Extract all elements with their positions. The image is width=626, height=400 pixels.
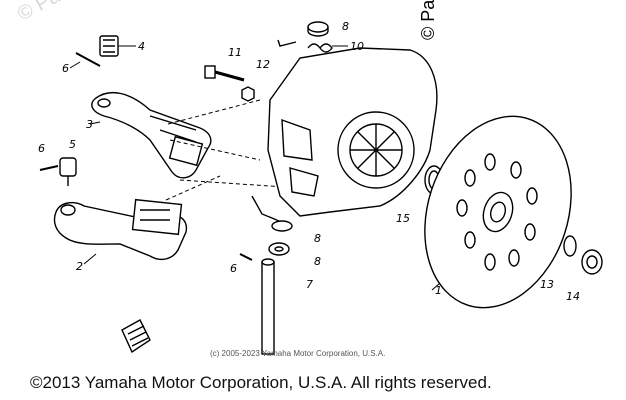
- callout-8-middle: 8: [314, 232, 321, 245]
- callout-3: 3: [86, 118, 93, 131]
- callout-15: 15: [396, 212, 410, 225]
- part-2-swing-arm-lower: [53, 198, 188, 265]
- part-12-nut: [241, 86, 255, 102]
- part-3-swing-arm-upper: [89, 91, 212, 179]
- callout-11: 11: [228, 46, 242, 59]
- part-7-shaft: [261, 258, 275, 355]
- part-6-pin-top: [69, 52, 101, 69]
- callout-7: 7: [306, 278, 313, 291]
- part-8-washer-lower: [268, 242, 290, 256]
- bottom-copyright: ©2013 Yamaha Motor Corporation, U.S.A. A…: [30, 373, 492, 392]
- part-6-pin-left: [39, 165, 59, 171]
- callout-1: 1: [435, 284, 442, 297]
- part-8-spring-middle: [251, 195, 293, 232]
- part-10-spring: [277, 39, 348, 53]
- callout-8-lower: 8: [314, 255, 321, 268]
- callout-10: 10: [350, 40, 364, 53]
- callout-2: 2: [76, 260, 83, 273]
- callout-13: 13: [540, 278, 554, 291]
- part-6-pin-lower: [239, 253, 253, 261]
- part-13-washer: [563, 235, 577, 257]
- inner-copyright: (c) 2005-2023 Yamaha Motor Corporation, …: [210, 349, 386, 358]
- label-tag: [121, 319, 151, 354]
- part-14-nut: [581, 249, 603, 275]
- part-11-bolt: [204, 65, 245, 82]
- part-4-bracket: [99, 35, 136, 57]
- callout-4: 4: [138, 40, 145, 53]
- callout-6-left: 6: [38, 142, 45, 155]
- part-5-bolt: [59, 157, 77, 186]
- callout-6-lower: 6: [230, 262, 237, 275]
- callout-12: 12: [256, 58, 270, 71]
- callout-14: 14: [566, 290, 580, 303]
- callout-6-top: 6: [62, 62, 69, 75]
- callout-5: 5: [69, 138, 76, 151]
- part-1-brake-disc: [424, 115, 572, 309]
- part-8-washer-top: [307, 21, 329, 37]
- rear-case-housing: [267, 47, 438, 217]
- callout-8-top: 8: [342, 20, 349, 33]
